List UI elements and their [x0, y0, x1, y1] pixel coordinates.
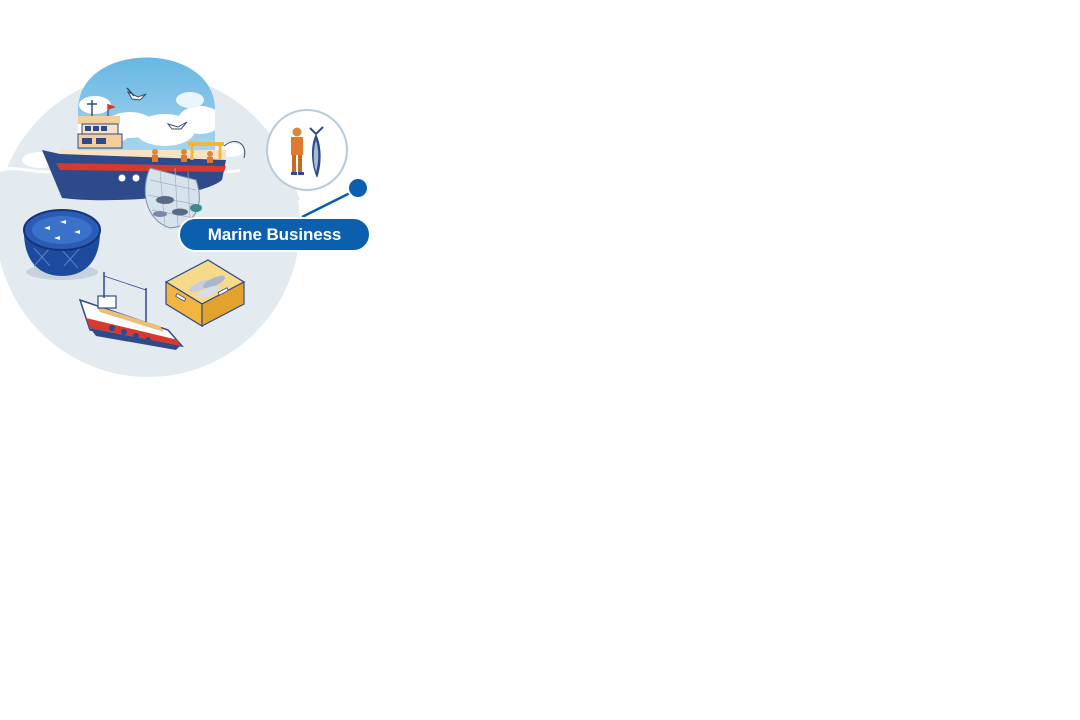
badge-connector	[301, 177, 369, 219]
fisherman-with-tuna-icon	[266, 109, 348, 191]
fishing-boat-icon	[78, 272, 184, 350]
marine-business-label: Marine Business	[207, 224, 342, 244]
seagull-icon	[126, 87, 147, 101]
seagull-icon	[166, 121, 188, 130]
fish-crate-icon	[164, 259, 246, 328]
fishing-net-icon	[144, 167, 202, 229]
marine-business-button[interactable]: Marine Business	[178, 217, 371, 252]
marine-business-illustration	[0, 57, 369, 377]
fish-farm-pen-icon	[23, 209, 101, 280]
